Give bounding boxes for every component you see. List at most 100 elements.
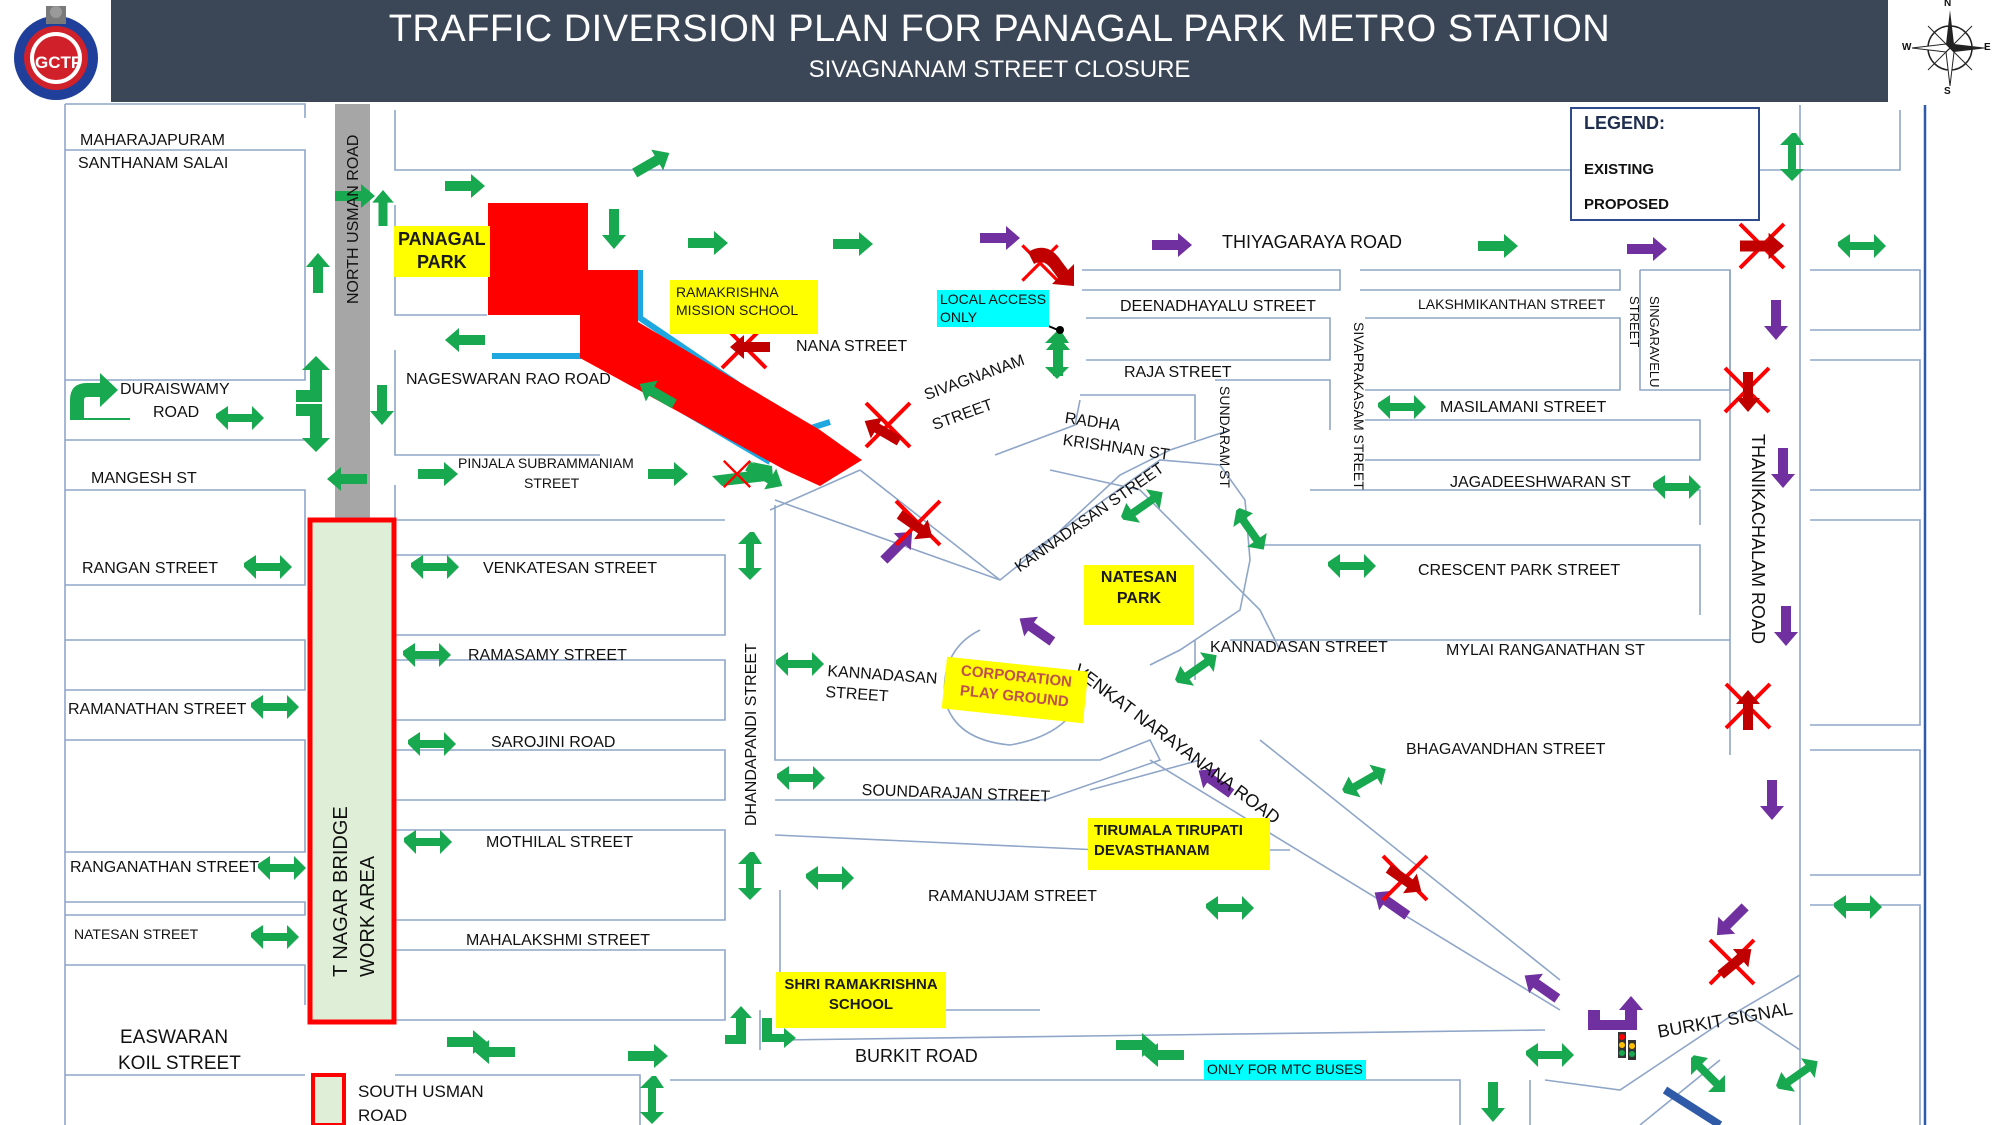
local-access-line-1: LOCAL ACCESS <box>940 291 1047 307</box>
street-north-usman: NORTH USMAN ROAD <box>345 134 362 305</box>
legend-existing-label: EXISTING <box>1584 161 1655 178</box>
turn-arrow <box>762 1018 796 1048</box>
street-ramanathan: RAMANATHAN STREET <box>68 701 247 718</box>
tnagar-work-area-label-2: WORK AREA <box>357 855 379 977</box>
u-turn-proposed <box>1588 996 1643 1030</box>
note-mtc-buses: ONLY FOR MTC BUSES <box>1204 1060 1366 1080</box>
street-rangan: RANGAN STREET <box>82 560 219 577</box>
street-south-usman-road: ROAD <box>358 1106 408 1125</box>
street-kannadasan-west-2: STREET <box>824 684 889 706</box>
street-radha: RADHA <box>1063 410 1122 435</box>
street-sivagnanam-street: STREET <box>930 396 996 434</box>
street-sundaram: SUNDARAM ST <box>1217 386 1233 488</box>
legend-proposed-label: PROPOSED <box>1584 196 1670 213</box>
compass-s: S <box>1944 86 1951 97</box>
street-thanikachalam: THANIKACHALAM ROAD <box>1748 434 1768 645</box>
street-mangesh: MANGESH ST <box>91 470 197 487</box>
tirumala-line-1: TIRUMALA TIRUPATI <box>1094 822 1243 839</box>
ramakrishna-line-2: MISSION SCHOOL <box>676 302 799 319</box>
street-lakshmikanthan: LAKSHMIKANTHAN STREET <box>1418 296 1606 312</box>
compass-n: N <box>1944 0 1952 9</box>
u-turn-arrow <box>70 373 130 420</box>
turn-arrow <box>725 1006 752 1044</box>
street-crescent: CRESCENT PARK STREET <box>1418 562 1621 579</box>
street-burkit-road: BURKIT ROAD <box>855 1046 978 1066</box>
street-ramasamy: RAMASAMY STREET <box>468 647 627 664</box>
street-thiyagaraya: THIYAGARAYA ROAD <box>1222 232 1403 252</box>
blocked-arrows <box>730 232 1784 985</box>
shri-ramakrishna-line-2: SCHOOL <box>828 995 894 1013</box>
natesan-park-line-2: PARK <box>1116 589 1162 607</box>
street-pinjala-street: STREET <box>524 475 580 491</box>
street-jagadeeshwaran: JAGADEESHWARAN ST <box>1450 474 1631 491</box>
street-dhandapandi: DHANDAPANDI STREET <box>743 643 760 826</box>
street-ranganathan: RANGANATHAN STREET <box>70 859 260 876</box>
traffic-signal-icon <box>1618 1032 1636 1060</box>
tirumala-line-2: DEVASTHANAM <box>1094 841 1210 859</box>
note-local-access: LOCAL ACCESS ONLY <box>937 290 1050 327</box>
panagal-line-1: PANAGAL <box>398 229 486 249</box>
street-sivagnanam: SIVAGNANAM <box>922 351 1027 404</box>
landmark-natesan-park: NATESAN PARK <box>1084 565 1194 625</box>
shri-ramakrishna-line-1: SHRI RAMAKRISHNA <box>784 976 938 993</box>
tnagar-work-area-label: T NAGAR BRIDGE <box>330 806 352 977</box>
tnagar-work-area <box>307 517 397 1025</box>
street-duraiswamy-road: ROAD <box>153 404 200 421</box>
street-pinjala: PINJALA SUBRAMMANIAM <box>458 455 634 471</box>
street-soundarajan: SOUNDARAJAN STREET <box>861 782 1051 806</box>
street-easwaran: EASWARAN <box>120 1027 229 1048</box>
street-sarojini: SAROJINI ROAD <box>491 734 616 751</box>
street-venkat-narayanana: VENKAT NARAYANANA ROAD <box>1069 660 1284 829</box>
landmark-corporation-play-ground: CORPORATION PLAY GROUND <box>941 656 1089 724</box>
landmark-ramakrishna-mission: RAMAKRISHNA MISSION SCHOOL <box>670 280 818 334</box>
header-bar: TRAFFIC DIVERSION PLAN FOR PANAGAL PARK … <box>111 0 1888 102</box>
turn-arrow <box>296 356 330 402</box>
existing-arrows <box>70 133 1886 1124</box>
street-south-usman: SOUTH USMAN <box>358 1082 484 1101</box>
street-masilamani: MASILAMANI STREET <box>1440 399 1607 416</box>
burkit-crossing <box>1662 1086 1723 1125</box>
street-singaravelu-street: STREET <box>1627 296 1642 348</box>
burkit-signal-label: BURKIT SIGNAL <box>1656 998 1795 1042</box>
local-access-line-2: ONLY <box>940 308 978 325</box>
street-mothilal: MOTHILAL STREET <box>486 834 633 851</box>
turn-arrow <box>296 404 330 452</box>
street-kannadasan-diag: KANNADASAN STREET <box>1012 460 1168 576</box>
street-mylai: MYLAI RANGANATHAN ST <box>1446 642 1645 659</box>
merge-arrow <box>712 462 774 488</box>
gctp-logo-icon <box>14 6 98 100</box>
street-radha-krishnan: KRISHNAN ST <box>1061 432 1171 464</box>
street-nana: NANA STREET <box>796 338 908 355</box>
local-access-dot <box>1056 326 1064 334</box>
street-sivaprakasam: SIVAPRAKASAM STREET <box>1351 322 1367 490</box>
natesan-park-line-1: NATESAN <box>1100 569 1178 586</box>
turn-blocked-arrow <box>1028 247 1074 286</box>
street-easwaran-koil: KOIL STREET <box>118 1053 241 1074</box>
street-ramanujam: RAMANUJAM STREET <box>928 888 1097 905</box>
compass-icon <box>1911 10 1988 87</box>
street-santhanam: SANTHANAM SALAI <box>78 155 229 172</box>
landmark-shri-ramakrishna-school: SHRI RAMAKRISHNA SCHOOL <box>776 972 946 1028</box>
street-kannadasan-east: KANNADASAN STREET <box>1210 639 1388 656</box>
street-maharajapuram: MAHARAJAPURAM <box>80 132 225 149</box>
street-blocks <box>64 103 1927 1125</box>
page-subtitle: SIVAGNANAM STREET CLOSURE <box>808 56 1191 83</box>
street-venkatesan: VENKATESAN STREET <box>483 560 657 577</box>
logo-text: GCTP <box>35 53 83 72</box>
tnagar-work-area-south <box>311 1073 346 1125</box>
street-natesan: NATESAN STREET <box>74 926 199 942</box>
street-raja: RAJA STREET <box>1124 364 1232 381</box>
panagal-line-2: PARK <box>417 252 467 273</box>
street-bhagavandhan: BHAGAVANDHAN STREET <box>1406 741 1606 758</box>
compass-w: W <box>1902 42 1912 53</box>
compass-e: E <box>1984 42 1991 53</box>
street-singaravelu: SINGARAVELU <box>1647 296 1662 388</box>
proposed-arrows <box>875 226 1798 1030</box>
street-deenadhayalu: DEENADHAYALU STREET <box>1120 298 1316 315</box>
legend-box: LEGEND: EXISTING PROPOSED <box>1570 107 1760 221</box>
ramakrishna-line-1: RAMAKRISHNA <box>676 284 779 300</box>
legend-title: LEGEND: <box>1584 113 1665 133</box>
landmark-panagal-park: PANAGAL PARK <box>394 226 490 277</box>
